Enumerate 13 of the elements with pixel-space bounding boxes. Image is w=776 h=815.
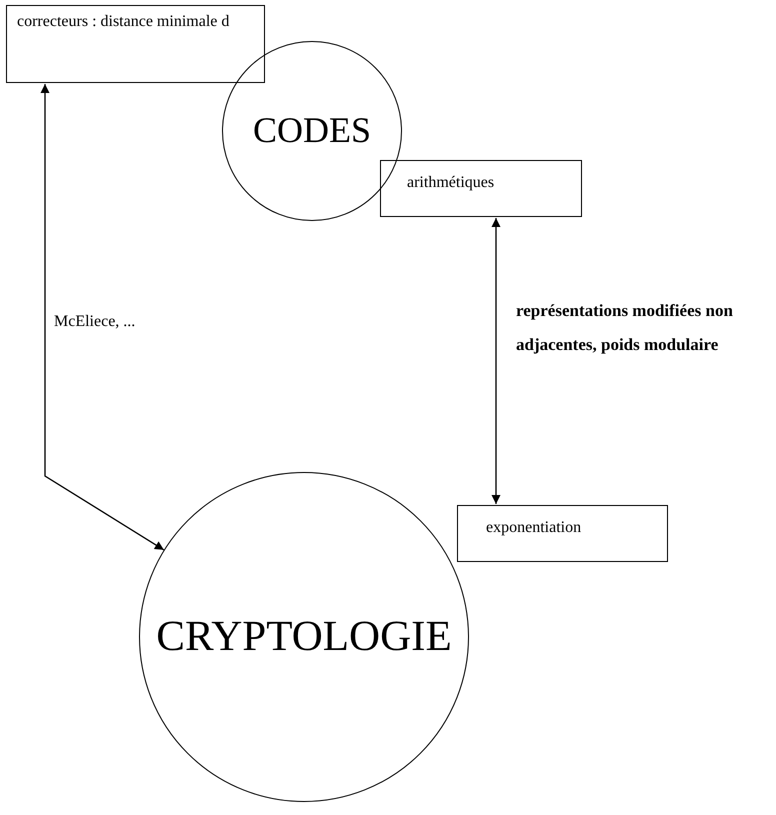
node-label: arithmétiques <box>407 173 496 192</box>
topic-circle <box>139 472 469 802</box>
node-label: correcteurs : distance minimale d <box>17 12 230 32</box>
topic-box <box>380 160 582 217</box>
node-label: CRYPTOLOGIE <box>156 612 452 662</box>
node-label: exponentiation <box>486 518 582 538</box>
node-label: CODES <box>252 109 372 152</box>
arrow <box>492 218 500 504</box>
topic-circle <box>222 41 402 221</box>
topic-box <box>457 505 668 562</box>
edge-label: McEliece, ... <box>54 312 136 332</box>
arrow <box>40 84 164 550</box>
topic-box <box>6 5 265 83</box>
